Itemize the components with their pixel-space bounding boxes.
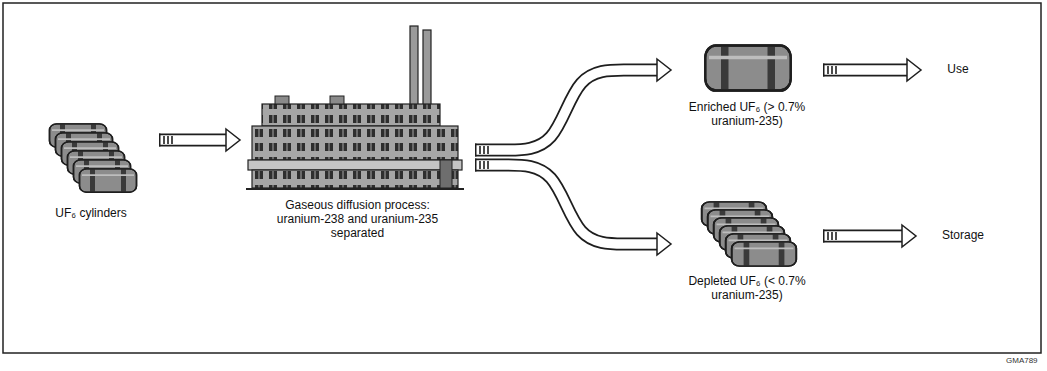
- arrow-head: [902, 225, 916, 247]
- arrow-head: [657, 233, 671, 255]
- cylinders-group: UF₆ cylinders: [28, 120, 154, 220]
- node-text: Depleted UF₆ (< 0.7% uranium-235): [680, 274, 814, 302]
- arrow-fill: [475, 165, 658, 244]
- diffusion-plant: [246, 26, 464, 189]
- arrow-hatch: [835, 66, 837, 74]
- block-arrow: [823, 59, 921, 81]
- depleted-product: Depleted UF₆ (< 0.7% uranium-235): [676, 198, 818, 302]
- arrow-tail: [823, 230, 825, 243]
- node-text: Use: [928, 62, 988, 76]
- node-text: Gaseous diffusion process: uranium-238 a…: [268, 198, 448, 240]
- arrow-hatch: [479, 161, 481, 169]
- arrow-tail: [159, 134, 161, 147]
- destination-text: Use: [926, 62, 990, 76]
- arrow-tail: [823, 64, 825, 77]
- depleted-cylinder-stack: [702, 202, 797, 266]
- arrow-hatch: [831, 232, 833, 240]
- enriched-cylinder: [705, 45, 791, 90]
- arrow-hatch: [487, 161, 489, 169]
- arrow-hatch: [827, 232, 829, 240]
- arrow-head: [657, 59, 671, 81]
- node-text: UF₆ cylinders: [31, 206, 151, 220]
- arrow-tail: [475, 159, 477, 172]
- arrow-hatch: [831, 66, 833, 74]
- arrow-head: [226, 129, 240, 151]
- arrow-hatch: [483, 146, 485, 154]
- arrow-outline: [475, 165, 658, 244]
- arrow-fill: [475, 70, 658, 150]
- arrow-hatch: [163, 136, 165, 144]
- arrow-hatch: [835, 232, 837, 240]
- frame: [3, 3, 1041, 353]
- arrow-hatch: [167, 136, 169, 144]
- destination-text: Storage: [921, 228, 1005, 242]
- arrow-hatch: [827, 66, 829, 74]
- node-text: Enriched UF₆ (> 0.7% uranium-235): [680, 100, 814, 128]
- node-text: Storage: [923, 228, 1003, 242]
- cylinder-stack: [50, 124, 137, 192]
- arrow-outline: [159, 134, 227, 147]
- arrow-head: [907, 59, 921, 81]
- process-plant: Gaseous diffusion process: uranium-238 a…: [245, 22, 470, 240]
- arrow-outline: [475, 70, 658, 150]
- arrow-hatch: [171, 136, 173, 144]
- arrow-fill: [823, 65, 908, 75]
- arrow-tail: [475, 144, 477, 157]
- arrow-outline: [823, 64, 908, 77]
- arrow-fill: [159, 135, 227, 145]
- block-arrow: [823, 225, 916, 247]
- block-arrow: [475, 159, 671, 256]
- enriched-product: Enriched UF₆ (> 0.7% uranium-235): [676, 40, 818, 128]
- arrow-hatch: [479, 146, 481, 154]
- figure-code: GMA789: [1006, 356, 1038, 365]
- arrow-hatch: [483, 161, 485, 169]
- arrow-fill: [823, 231, 903, 241]
- arrow-outline: [823, 230, 903, 243]
- arrow-hatch: [487, 146, 489, 154]
- block-arrow: [475, 59, 671, 157]
- block-arrow: [159, 129, 240, 151]
